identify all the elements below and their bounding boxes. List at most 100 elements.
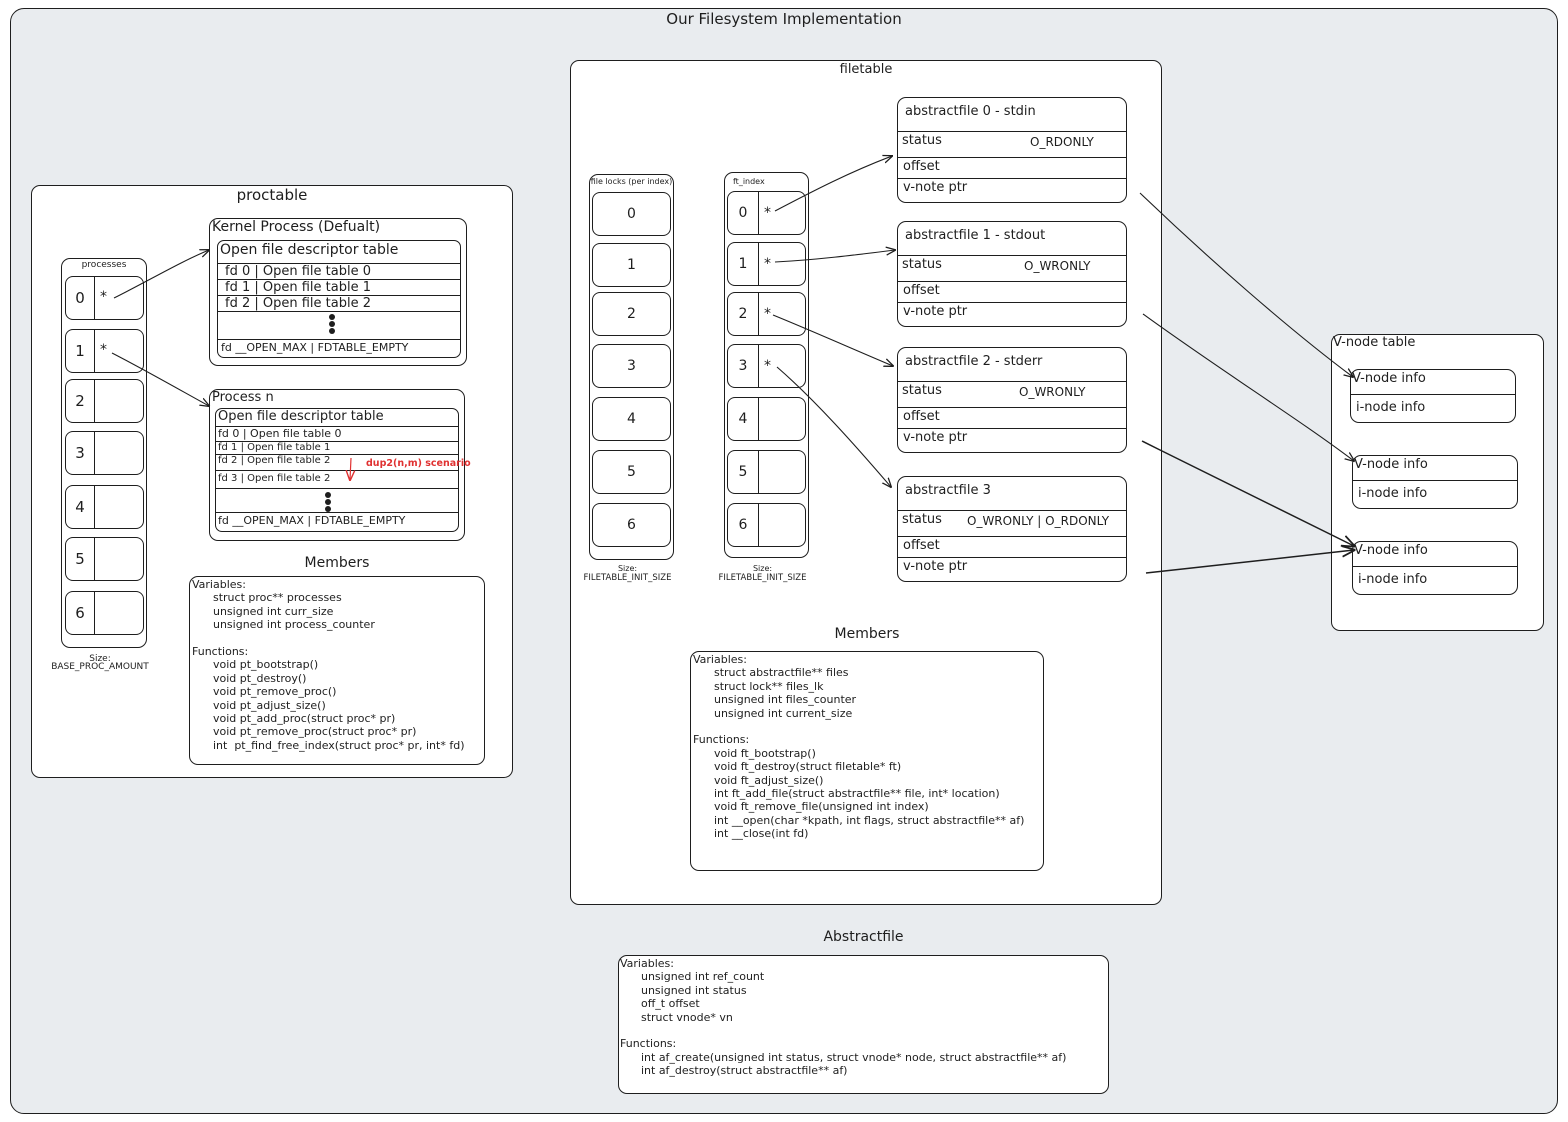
- status-label: status: [902, 257, 942, 272]
- lock-slot-index: 1: [627, 257, 636, 273]
- process-slot-2: 2: [65, 379, 144, 423]
- cell-divider: [758, 398, 759, 440]
- abstractfile-status-row: status O_RDONLY: [898, 131, 1126, 155]
- process-slot-6: 6: [65, 591, 144, 635]
- abstractfile-offset-row: offset: [898, 407, 1126, 424]
- locks-size-value: FILETABLE_INIT_SIZE: [583, 573, 672, 583]
- ft-index-slot-4: 4: [727, 397, 806, 441]
- table-row: fd __OPEN_MAX | FDTABLE_EMPTY: [218, 339, 460, 354]
- locks-size-label: Size:: [617, 564, 638, 573]
- status-label: status: [902, 133, 942, 148]
- process-slot-index: 0: [75, 289, 85, 307]
- vertical-ellipsis-icon: [325, 492, 331, 513]
- lock-slot-index: 0: [627, 206, 636, 222]
- process-slot-1: 1*: [65, 329, 144, 373]
- cell-divider: [94, 330, 95, 372]
- arrow-af3-vnode: [1145, 550, 1354, 574]
- inode-info-label: i-node info: [1356, 400, 1426, 415]
- proctable-size-value: BASE_PROC_AMOUNT: [51, 662, 149, 672]
- ft-index-slot-0: 0*: [727, 191, 806, 235]
- lock-slot-5: 5: [592, 450, 671, 494]
- vnode-table-title: V-node table: [1333, 335, 1416, 350]
- abstractfile-def-title: Abstractfile: [823, 929, 904, 945]
- vnode-entry-divider: i-node info: [1353, 480, 1517, 501]
- pointer-star: *: [764, 358, 771, 374]
- kernel-fd-row: fd 1 | Open file table 1: [225, 280, 371, 295]
- table-row: fd 3 | Open file table 2: [216, 470, 458, 484]
- pointer-star: *: [100, 289, 107, 305]
- vnode-ptr-label: v-note ptr: [903, 180, 968, 195]
- lock-slot-index: 4: [627, 411, 636, 427]
- vnode-ptr-label: v-note ptr: [903, 430, 968, 445]
- status-label: status: [902, 383, 942, 398]
- cell-divider: [94, 538, 95, 580]
- process-slot-index: 6: [75, 604, 85, 622]
- cell-divider: [758, 504, 759, 546]
- abstractfile-ptr-row: v-note ptr: [898, 557, 1126, 574]
- table-row: fd 2 | Open file table 2: [218, 295, 460, 311]
- abstractfile-ptr-row: v-note ptr: [898, 428, 1126, 445]
- status-value: O_WRONLY | O_RDONLY: [967, 514, 1110, 528]
- vnode-info-label: V-node info: [1354, 543, 1428, 558]
- lock-slot-6: 6: [592, 503, 671, 547]
- ft-index-slot-index: 6: [738, 517, 748, 533]
- process-slot-index: 4: [75, 498, 85, 516]
- arrow-af1-vnode: [1142, 313, 1354, 461]
- vnode-entry-divider: i-node info: [1353, 566, 1517, 587]
- process-n-fd-last-row: fd __OPEN_MAX | FDTABLE_EMPTY: [218, 514, 406, 527]
- process-n-fd-row: fd 2 | Open file table 2: [218, 455, 331, 466]
- abstractfile-title: abstractfile 2 - stderr: [905, 354, 1043, 369]
- table-row: [216, 488, 458, 489]
- processes-label: processes: [81, 260, 127, 270]
- ft-size-value: FILETABLE_INIT_SIZE: [718, 573, 807, 583]
- vnode-entry-divider: i-node info: [1351, 394, 1515, 415]
- table-row: fd 0 | Open file table 0: [216, 426, 458, 440]
- dup2-annotation: dup2(n,m) scenario: [366, 458, 471, 469]
- cell-divider: [758, 192, 759, 234]
- process-n-fd-row: fd 0 | Open file table 0: [218, 427, 342, 440]
- status-value: O_RDONLY: [1030, 135, 1094, 149]
- lock-slot-4: 4: [592, 397, 671, 441]
- ft-index-slot-index: 3: [738, 358, 748, 374]
- process-n-fd-table-title: Open file descriptor table: [218, 409, 384, 424]
- cell-divider: [94, 277, 95, 319]
- lock-slot-index: 2: [627, 306, 636, 322]
- ft-index-slot-6: 6: [727, 503, 806, 547]
- filetable-members-text: Variables: struct abstractfile** files s…: [693, 653, 1025, 841]
- abstractfile-offset-row: offset: [898, 157, 1126, 174]
- filetable-members-title: Members: [834, 626, 900, 642]
- vnode-ptr-label: v-note ptr: [903, 304, 968, 319]
- abstractfile-offset-row: offset: [898, 281, 1126, 298]
- lock-slot-index: 3: [627, 358, 636, 374]
- process-slot-0: 0*: [65, 276, 144, 320]
- inode-info-label: i-node info: [1358, 486, 1428, 501]
- abstractfile-title: abstractfile 0 - stdin: [905, 104, 1036, 119]
- cell-divider: [94, 432, 95, 474]
- status-label: status: [902, 512, 942, 527]
- proctable-members-title: Members: [304, 555, 370, 571]
- pointer-star: *: [100, 342, 107, 358]
- ft-index-slot-index: 5: [738, 464, 748, 480]
- ft-index-slot-2: 2*: [727, 292, 806, 336]
- abstractfile-status-row: status O_WRONLY | O_RDONLY: [898, 510, 1126, 534]
- kernel-process-title: Kernel Process (Defualt): [212, 219, 381, 235]
- ft-index-slot-1: 1*: [727, 242, 806, 286]
- arrow-ft1-af1: [774, 250, 895, 263]
- proctable-size-label: Size:: [89, 654, 111, 664]
- lock-slot-0: 0: [592, 192, 671, 236]
- abstractfile-def-box: Variables: unsigned int ref_count unsign…: [618, 955, 1109, 1094]
- ft-index-label: ft_index: [733, 177, 765, 186]
- proctable-members-box: Variables: struct proc** processes unsig…: [189, 576, 485, 765]
- offset-label: offset: [903, 409, 940, 424]
- vnode-ptr-label: v-note ptr: [903, 559, 968, 574]
- diagram-title: Our Filesystem Implementation: [666, 10, 902, 28]
- abstractfile-title: abstractfile 1 - stdout: [905, 228, 1046, 243]
- arrow-af0-vnode: [1139, 192, 1353, 377]
- process-slot-3: 3: [65, 431, 144, 475]
- offset-label: offset: [903, 283, 940, 298]
